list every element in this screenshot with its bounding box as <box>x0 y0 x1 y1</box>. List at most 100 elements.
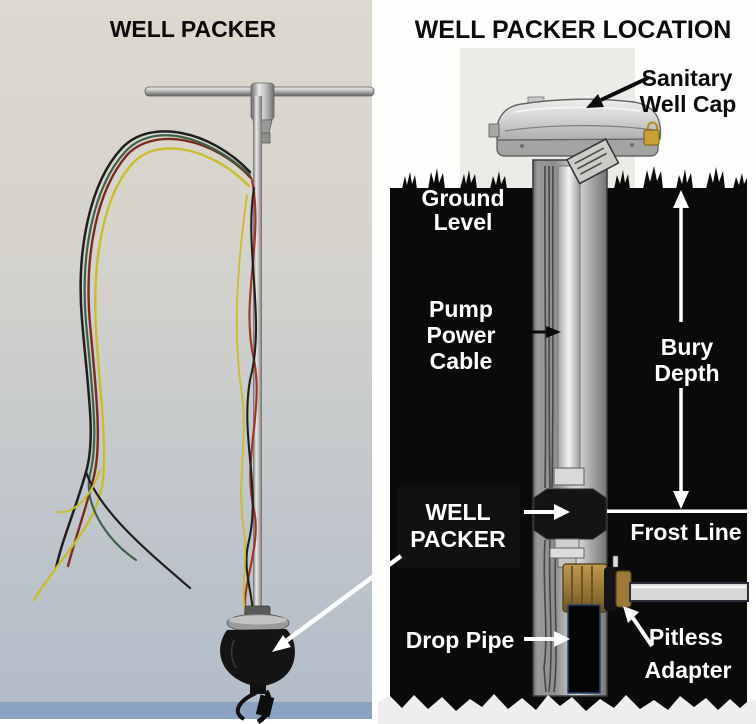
pitless-arrowhead <box>623 606 639 623</box>
cable-line-5 <box>548 539 552 693</box>
frost-line-label: Frost Line <box>630 519 741 545</box>
pump-cable-arrowhead <box>546 326 561 338</box>
pump-cable-label-line2: Power <box>426 322 495 348</box>
grass-tuft <box>614 170 630 189</box>
packer-stub <box>250 684 266 694</box>
adapter-body-grooves <box>571 566 593 610</box>
pitless-arrow-shaft <box>631 616 654 648</box>
adapter-brass-nut <box>615 570 632 608</box>
grass-tuft <box>706 167 725 189</box>
bury-depth-arrowhead-down <box>673 491 689 509</box>
tool-rod <box>253 96 262 626</box>
packer-body-sheen <box>230 639 237 669</box>
t-handle-tool <box>144 82 375 626</box>
pitless-adapter-graphic <box>562 555 632 613</box>
grass-tuft <box>428 168 445 189</box>
grass-tuft <box>490 171 507 189</box>
cable-line-3 <box>551 165 554 489</box>
cap-screw-left <box>520 144 524 148</box>
cross-panel-packer-arrow <box>272 554 403 652</box>
water-line-pipe <box>629 582 749 602</box>
left-panel-title: WELL PACKER <box>110 16 277 42</box>
bury-depth-label-line1: Bury <box>661 334 714 360</box>
padlock-shackle <box>647 121 658 131</box>
grass-tufts <box>402 166 747 189</box>
photo-wall-background <box>0 0 372 702</box>
grass-tuft <box>676 169 693 189</box>
wire-yellow-rod <box>235 194 248 617</box>
adapter-rubber-gasket <box>604 567 617 611</box>
well-packer-arrow <box>524 504 570 520</box>
left-panel-photo: WELL PACKER <box>0 0 375 724</box>
cable-line-4 <box>543 539 547 693</box>
fitting-nut-2 <box>549 547 585 559</box>
ground-level-label-line2: Level <box>434 209 493 235</box>
wire-black-loop <box>54 130 252 570</box>
wire-yellow-loop <box>32 147 251 602</box>
bury-depth-label-line2: Depth <box>654 360 719 386</box>
cable-line-6 <box>553 539 557 693</box>
torn-bottom-edge <box>378 694 756 724</box>
ground-level-label-line1: Ground <box>421 185 504 211</box>
bury-depth-text-backing <box>645 322 729 388</box>
bury-depth-arrowhead-up <box>673 190 689 208</box>
packer-cord-left <box>235 691 257 721</box>
casing-tag <box>565 138 620 185</box>
diagram-labels: Sanitary Well Cap Ground Level Pump Powe… <box>406 65 742 683</box>
drop-pipe-label: Drop Pipe <box>406 627 515 653</box>
cord-connector <box>255 694 275 718</box>
pump-cable-label-line3: Cable <box>430 348 493 374</box>
pump-cable-lines <box>543 165 557 693</box>
pitless-adapter-label-line2: Adapter <box>645 657 732 683</box>
cable-line-1 <box>543 165 547 489</box>
fitting-nut-1 <box>554 538 580 549</box>
wire-yellow-end <box>57 469 101 514</box>
well-cap-graphic <box>488 96 662 185</box>
pitless-adapter-arrow <box>623 606 654 648</box>
right-panel-diagram: WELL PACKER LOCATION <box>378 0 756 724</box>
cap-screw-right <box>630 143 634 147</box>
grass-tuft <box>733 173 747 189</box>
cap-dome <box>495 98 662 141</box>
wire-black-rod <box>245 186 258 624</box>
right-panel-title: WELL PACKER LOCATION <box>415 16 732 44</box>
wire-red-loop <box>66 137 253 568</box>
pump-cable-arrow <box>512 326 561 338</box>
pump-cable-label-line1: Pump <box>429 296 493 322</box>
drop-pipe-upper <box>557 165 581 469</box>
sanitary-arrow-shaft <box>600 76 649 102</box>
packer-rubber-body <box>220 629 295 687</box>
packer-top-nut <box>553 467 585 486</box>
packer-washer-highlight <box>229 615 287 625</box>
sanitary-arrowhead <box>586 94 604 108</box>
drop-pipe-lower <box>567 604 601 694</box>
photo-bottom-strip <box>0 702 372 719</box>
cap-padlock <box>643 121 660 146</box>
pitless-adapter-label-line1: Pitless <box>649 624 723 650</box>
well-packer-label-box <box>397 487 520 568</box>
padlock-body <box>643 129 660 146</box>
frost-line <box>607 509 748 513</box>
grass-tuft <box>460 170 477 189</box>
bury-depth-arrow <box>645 190 729 509</box>
drop-pipe-arrowhead <box>554 631 570 647</box>
well-packer-arrowhead <box>554 504 570 520</box>
sanitary-cap-label-line2: Well Cap <box>640 91 737 117</box>
well-packer-label-line1: WELL <box>425 499 490 525</box>
cross-arrow-shaft <box>284 554 403 643</box>
packer-photo <box>220 605 295 724</box>
adapter-pin <box>612 555 619 568</box>
drop-pipe-arrow <box>524 631 570 647</box>
sanitary-cap-label-line1: Sanitary <box>642 65 733 91</box>
sanitary-cap-arrow <box>586 76 649 108</box>
cable-line-2 <box>548 165 551 489</box>
wire-bundle <box>32 130 258 624</box>
packer-bottom-fitting <box>549 538 585 568</box>
cap-hinge-tab <box>488 123 500 138</box>
grass-tuft <box>402 172 417 189</box>
well-packer-label-line2: PACKER <box>410 526 506 552</box>
tag-text-lines <box>574 147 607 175</box>
cap-seam <box>504 125 655 132</box>
